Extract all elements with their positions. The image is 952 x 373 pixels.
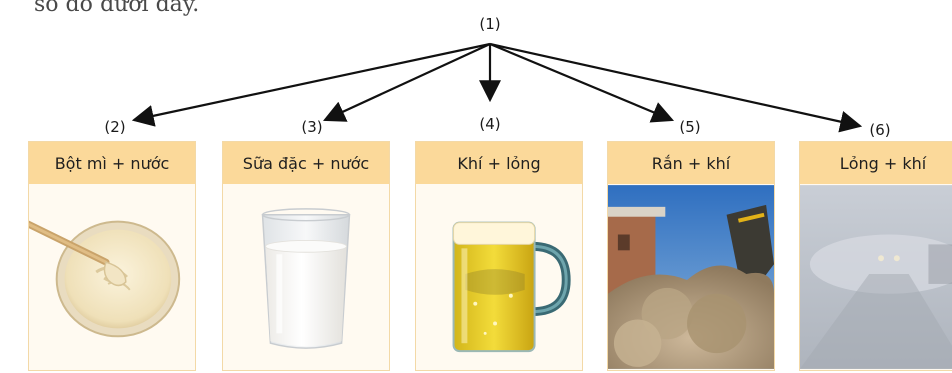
card-title: Khí + lỏng <box>416 142 582 184</box>
card-title: Sữa đặc + nước <box>223 142 389 184</box>
card-title: Lỏng + khí <box>800 142 952 184</box>
arrow-to-3 <box>323 43 491 122</box>
card-bot-mi-nuoc: Bột mì + nước <box>28 141 196 371</box>
label-6: (6) <box>869 121 891 139</box>
arrow-to-5 <box>489 42 675 123</box>
label-1: (1) <box>479 15 501 33</box>
label-2: (2) <box>104 118 126 136</box>
label-3: (3) <box>301 118 323 136</box>
arrow-to-6 <box>489 42 863 133</box>
card-sua-dac-nuoc: Sữa đặc + nước <box>222 141 390 371</box>
card-ran-khi: Rắn + khí <box>607 141 775 371</box>
dough-bowl-image <box>29 220 181 338</box>
label-5: (5) <box>679 118 701 136</box>
fog-road-image <box>800 185 952 369</box>
card-title: Rắn + khí <box>608 142 774 184</box>
beer-mug-image <box>452 221 571 353</box>
label-4: (4) <box>479 115 501 133</box>
milk-glass-image <box>261 208 351 349</box>
arrow-to-2 <box>131 42 491 127</box>
header-text: so đồ dưới đây. <box>34 0 200 17</box>
card-title: Bột mì + nước <box>29 142 195 184</box>
demolition-dust-image <box>608 185 774 369</box>
card-long-khi: Lỏng + khí <box>799 141 952 371</box>
card-khi-long: Khí + lỏng <box>415 141 583 371</box>
